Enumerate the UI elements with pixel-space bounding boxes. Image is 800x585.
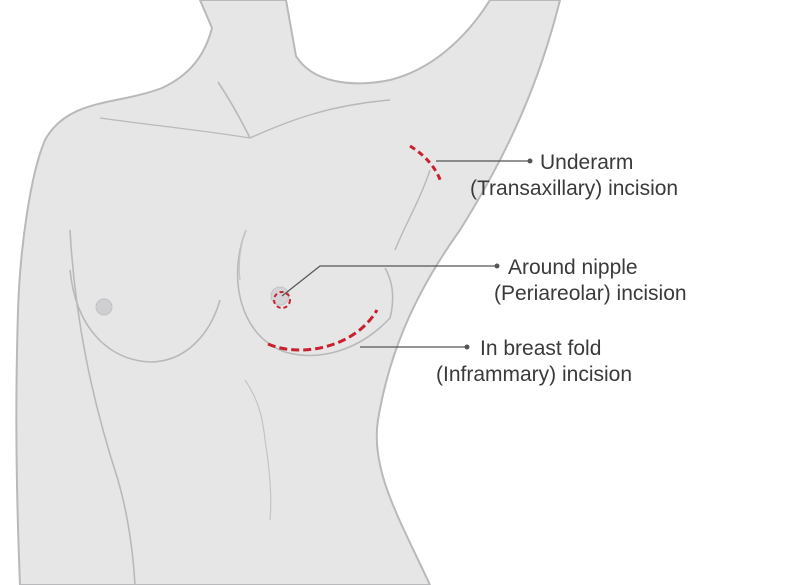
armpit-fold	[394, 169, 431, 251]
collarbone-left-line	[99, 117, 251, 139]
left-arm-line	[69, 229, 136, 585]
periareolar-incision	[273, 291, 291, 309]
underarm-label-line1: Underarm	[540, 151, 634, 174]
inframammary-incision	[267, 309, 379, 352]
waist-line-left	[264, 439, 272, 521]
nipple-leader	[281, 265, 497, 297]
underarm-leader-dot	[527, 158, 533, 164]
fold-label-line2: (Inframmary) incision	[436, 363, 633, 386]
right-breast-outline	[236, 229, 394, 357]
left-nipple	[95, 298, 113, 316]
sternum-line	[238, 229, 247, 281]
collarbone-line	[249, 99, 391, 139]
fold-label-line1: In breast fold	[480, 337, 602, 360]
nipple-incision-label: Around nipple (Periareolar) incision	[494, 255, 687, 307]
fold-incision-label: In breast fold (Inframmary) incision	[436, 336, 632, 388]
nipple-label-line1: Around nipple	[508, 256, 638, 279]
nipple-leader-dot	[494, 263, 500, 269]
left-breast-outline	[69, 269, 221, 363]
underarm-incision-label: Underarm (Transaxillary) incision	[470, 150, 678, 202]
underarm-label-line2: (Transaxillary) incision	[470, 177, 679, 200]
fold-leader-dot	[464, 344, 470, 350]
waist-line-right	[244, 379, 266, 441]
shoulder-line	[217, 81, 251, 139]
nipple-label-line2: (Periareolar) incision	[494, 282, 687, 305]
underarm-incision	[409, 144, 443, 183]
